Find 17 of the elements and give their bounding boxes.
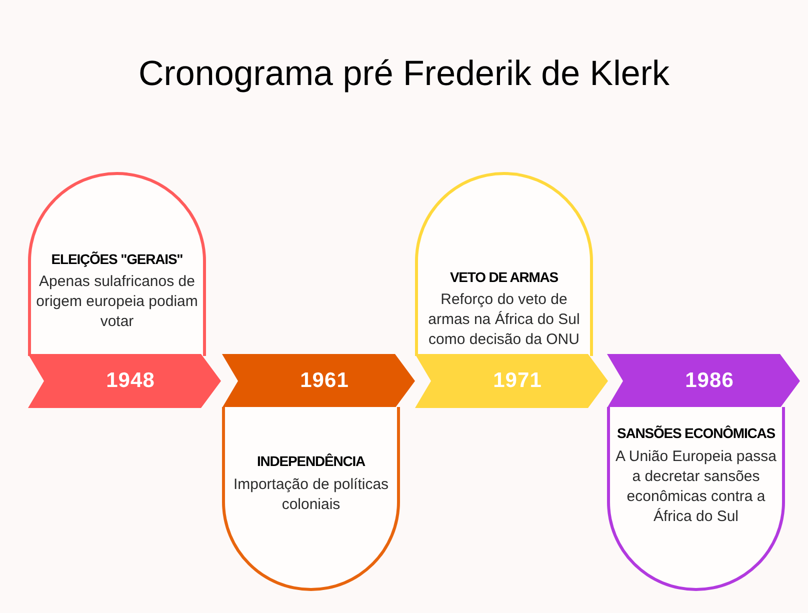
year-label: 1986 [684,368,734,394]
event-heading: INDEPENDÊNCIA [256,453,366,470]
event-description: A União Europeia passa a decretar sansões econômicas contra a África do Sul [614,446,778,526]
event-heading: ELEIÇÕES "GERAIS" [51,250,183,268]
title: Cronograma pré Frederik de Klerk [137,53,671,95]
event-description: Importação de políticas coloniais [232,474,390,514]
event-card [607,407,785,591]
event-heading: SANSÕES ECONÔMICAS [617,425,775,442]
event-heading: VETO DE ARMAS [450,268,558,286]
year-label: 1948 [105,368,155,394]
event-description: Reforço do veto de armas na África do Sul como decisão da ONU [427,290,581,350]
year-label: 1961 [299,368,349,394]
event-card [28,172,206,356]
event-card [222,407,400,591]
event-card [415,172,593,356]
year-label: 1971 [492,368,542,394]
event-description: Apenas sulafricanos de origem europeia podiam votar [35,272,199,332]
